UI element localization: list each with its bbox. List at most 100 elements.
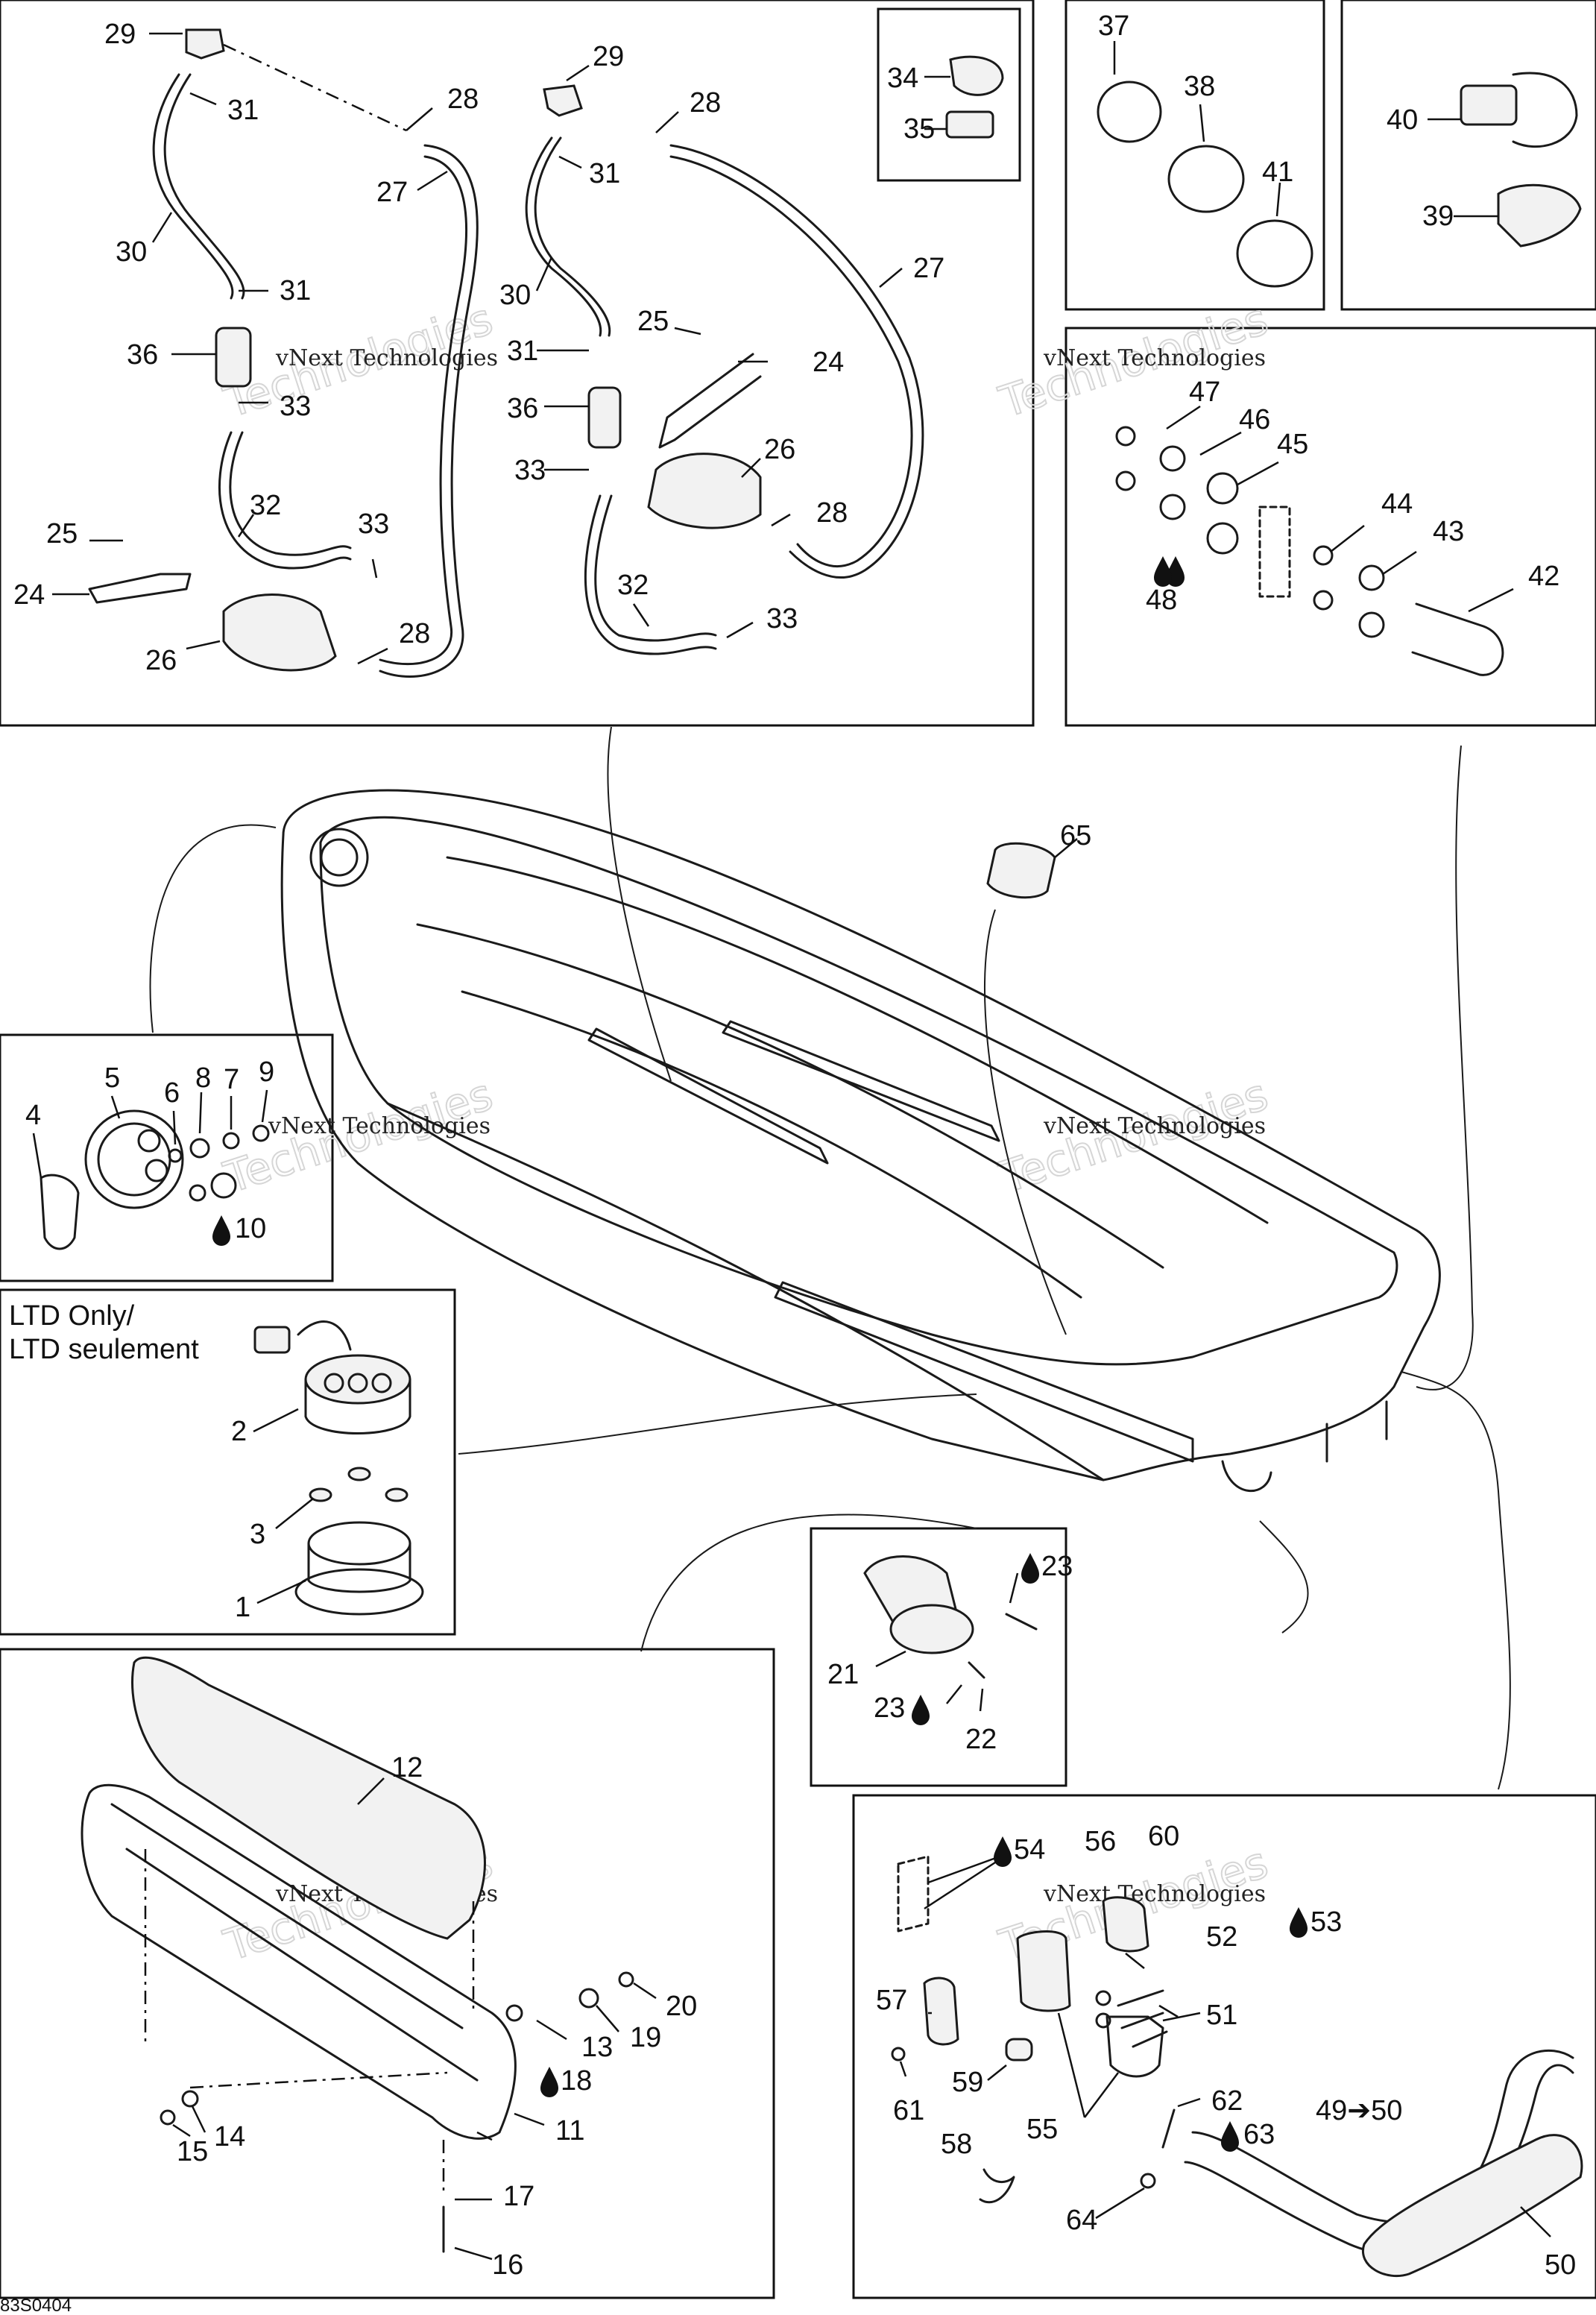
callout: 28 (399, 618, 430, 649)
callout: 2 (231, 1416, 247, 1447)
callout: 3 (250, 1519, 265, 1550)
callout: 48 (1146, 585, 1177, 616)
fuel-system-left (52, 28, 479, 678)
callout: 36 (127, 339, 158, 371)
callout-labels: 29 31 28 27 30 31 36 33 32 33 25 24 26 2… (0, 10, 1576, 2315)
callout: 31 (507, 336, 538, 367)
callout: 7 (224, 1064, 239, 1095)
callout: 55 (1026, 2114, 1058, 2145)
callout: 10 (235, 1213, 266, 1244)
watermark-small: vNext Technologies (275, 345, 498, 371)
callout: 27 (376, 177, 408, 208)
callout: 57 (876, 1985, 907, 2016)
callout: 41 (1262, 157, 1293, 188)
watermark-small: vNext Technologies (1043, 345, 1266, 371)
callout: 37 (1098, 10, 1129, 42)
callout: 60 (1148, 1821, 1179, 1852)
panel-clamps-37-41 (1064, 0, 1325, 311)
callout: 25 (637, 306, 669, 337)
callout: 33 (358, 508, 389, 540)
callout: 21 (827, 1659, 859, 1690)
oil-drop-icons (212, 556, 1308, 2152)
panel-storage-11-20 (0, 1648, 775, 2299)
callout: 26 (145, 645, 177, 676)
ltd-note-line2: LTD seulement (9, 1334, 199, 1365)
clips-34-35 (924, 55, 1004, 139)
drain-21-23 (863, 1555, 1038, 1712)
callout: 53 (1310, 1906, 1342, 1938)
callout: 33 (766, 603, 798, 634)
callout: 17 (503, 2181, 534, 2212)
callout: 32 (250, 490, 281, 521)
callout: 63 (1243, 2119, 1275, 2150)
callout: 13 (581, 2032, 613, 2063)
callout: 27 (913, 253, 944, 284)
panel-drain-21-23 (810, 1527, 1067, 1787)
callout: 43 (1433, 516, 1464, 547)
callout: 14 (214, 2121, 245, 2152)
fuel-system-right (525, 64, 924, 655)
panel-ltd-1-3 (0, 1288, 456, 1636)
hull-main (149, 726, 1511, 1790)
callout: 59 (952, 2067, 983, 2098)
callout: 26 (764, 434, 795, 465)
clamps-37-41 (1097, 41, 1313, 288)
callout: 15 (177, 2136, 208, 2167)
callout: 12 (391, 1752, 423, 1783)
callout: 11 (555, 2115, 584, 2147)
oil-drop-icon (912, 1695, 930, 1725)
callout: 1 (235, 1592, 250, 1623)
callout: 23 (1041, 1551, 1073, 1582)
oil-drop-icon (1021, 1553, 1039, 1584)
callout: 9 (259, 1056, 274, 1088)
callout: 40 (1387, 104, 1418, 136)
oil-drop-icon (1221, 2121, 1239, 2152)
oil-drop-icon (1290, 1907, 1308, 1938)
callout: 24 (813, 347, 844, 378)
callout: 16 (492, 2249, 523, 2281)
callout: 28 (447, 84, 479, 115)
panel-handle-49-64 (852, 1794, 1596, 2299)
callout: 51 (1206, 2000, 1237, 2031)
callout: 36 (507, 393, 538, 424)
callout: 5 (104, 1062, 120, 1094)
callout: 45 (1277, 429, 1308, 460)
handle-49-64 (891, 1851, 1583, 2278)
oil-drop-icon (1154, 556, 1172, 587)
callout: 28 (690, 87, 721, 119)
callout: 30 (499, 280, 531, 311)
callout: 65 (1060, 820, 1091, 851)
callout: 18 (561, 2065, 592, 2097)
ltd-1-3 (253, 1320, 424, 1616)
watermark-small: vNext Technologies (1043, 1881, 1266, 1907)
panel-cover-4-10 (0, 1033, 334, 1282)
callout: 46 (1239, 404, 1270, 435)
callout: 49➔50 (1316, 2095, 1402, 2126)
callout: 31 (280, 275, 311, 306)
callout: 24 (13, 579, 45, 611)
callout: 42 (1528, 561, 1559, 592)
oil-drop-icon (994, 1836, 1012, 1867)
panel-ubolt-42-48 (1064, 327, 1596, 727)
panel-clips-34-35 (877, 7, 1021, 182)
cover-4-10 (32, 1089, 270, 1250)
callout: 29 (104, 19, 136, 50)
callout: 29 (593, 41, 624, 72)
ltd-note-line1: LTD Only/ (9, 1300, 135, 1332)
callout: 61 (893, 2095, 924, 2126)
clips-39-40 (1428, 72, 1582, 248)
callout: 58 (941, 2129, 972, 2160)
ubolt-42-48 (1115, 405, 1514, 676)
callout: 31 (227, 95, 259, 126)
callout: 64 (1066, 2205, 1097, 2236)
callout: 20 (666, 1991, 697, 2022)
storage-11-20 (81, 1656, 657, 2261)
watermark-small: vNext Technologies (268, 1113, 491, 1139)
panel-clips-39-40 (1340, 0, 1596, 311)
callout: 52 (1206, 1921, 1237, 1953)
callout: 6 (164, 1077, 180, 1109)
watermarks: Technologies vNext Technologies Technolo… (217, 293, 1274, 1972)
figure-code: 83S0404 (0, 2296, 72, 2315)
